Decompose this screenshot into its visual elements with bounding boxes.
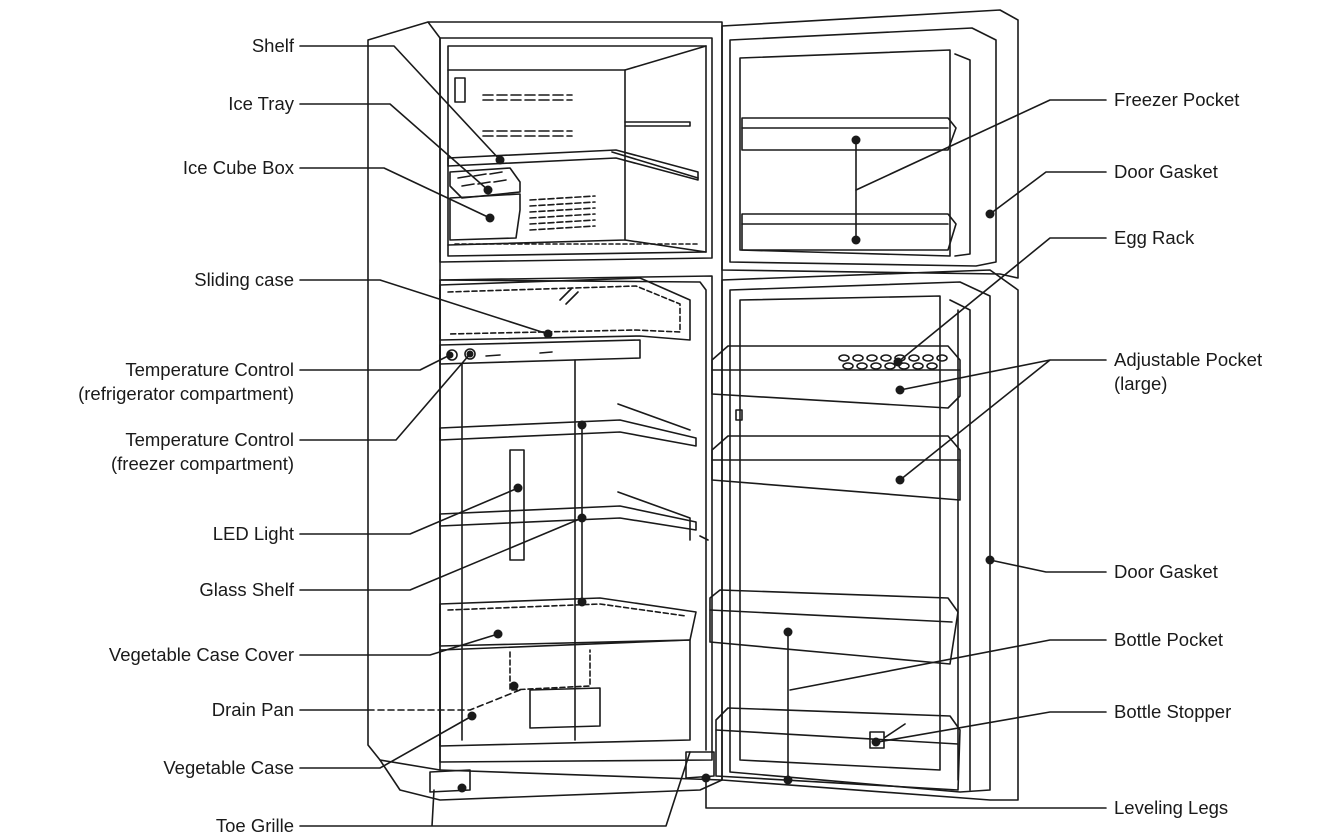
egg-rack-drawing xyxy=(838,354,948,370)
label-freezer-pocket: Freezer Pocket xyxy=(1114,89,1240,110)
label-temp-control-freezer-sub: (freezer compartment) xyxy=(111,453,294,474)
vegetable-case-cover-drawing xyxy=(439,597,697,647)
label-door-gasket-top: Door Gasket xyxy=(1114,161,1218,182)
fridge-compartment xyxy=(439,275,713,763)
ice-tray-drawing xyxy=(449,167,521,199)
label-temp-control-fridge: Temperature Control xyxy=(125,359,294,380)
label-temp-control-freezer: Temperature Control xyxy=(125,429,294,450)
cabinet-side xyxy=(367,21,441,771)
label-adjustable-pocket: Adjustable Pocket xyxy=(1114,349,1263,370)
adjustable-pocket-upper xyxy=(711,345,961,409)
temp-knob-2 xyxy=(464,348,476,360)
label-ice-cube-box: Ice Cube Box xyxy=(182,157,294,178)
control-panel xyxy=(439,339,641,365)
front-foot xyxy=(429,769,471,793)
freezer-pocket-bottom xyxy=(741,213,957,251)
cabinet-base xyxy=(379,759,723,801)
label-bottle-stopper: Bottle Stopper xyxy=(1114,701,1232,722)
vegetable-case-drawing xyxy=(439,639,691,747)
label-egg-rack: Egg Rack xyxy=(1114,227,1195,248)
freezer-shelf xyxy=(447,149,699,181)
fridge-door xyxy=(721,269,1019,801)
freezer-pocket-top xyxy=(741,117,957,151)
bottle-stopper-drawing xyxy=(869,723,906,749)
label-bottle-pocket: Bottle Pocket xyxy=(1114,629,1224,650)
label-drain-pan: Drain Pan xyxy=(211,699,294,720)
label-sliding-case: Sliding case xyxy=(194,269,294,290)
bottle-pocket-upper xyxy=(709,589,959,665)
label-leveling-legs: Leveling Legs xyxy=(1114,797,1229,818)
label-led-light: LED Light xyxy=(212,523,294,544)
label-ice-tray: Ice Tray xyxy=(228,93,294,114)
glass-shelf-1 xyxy=(439,419,697,447)
ice-cube-box-drawing xyxy=(449,193,521,241)
label-vegetable-case: Vegetable Case xyxy=(163,757,294,778)
label-adjustable-pocket-sub: (large) xyxy=(1114,373,1168,394)
freezer-compartment xyxy=(439,37,713,263)
adjustable-pocket-middle xyxy=(711,435,961,501)
freezer-door xyxy=(721,9,1019,279)
sliding-case-drawing xyxy=(439,277,691,341)
label-glass-shelf: Glass Shelf xyxy=(199,579,294,600)
label-temp-control-fridge-sub: (refrigerator compartment) xyxy=(78,383,294,404)
bottle-pocket-lower xyxy=(715,707,961,791)
glass-shelf-2 xyxy=(439,505,697,531)
label-toe-grille: Toe Grille xyxy=(215,815,294,836)
label-vegetable-case-cover: Vegetable Case Cover xyxy=(108,644,294,665)
label-shelf: Shelf xyxy=(251,35,294,56)
label-door-gasket-bottom: Door Gasket xyxy=(1114,561,1218,582)
